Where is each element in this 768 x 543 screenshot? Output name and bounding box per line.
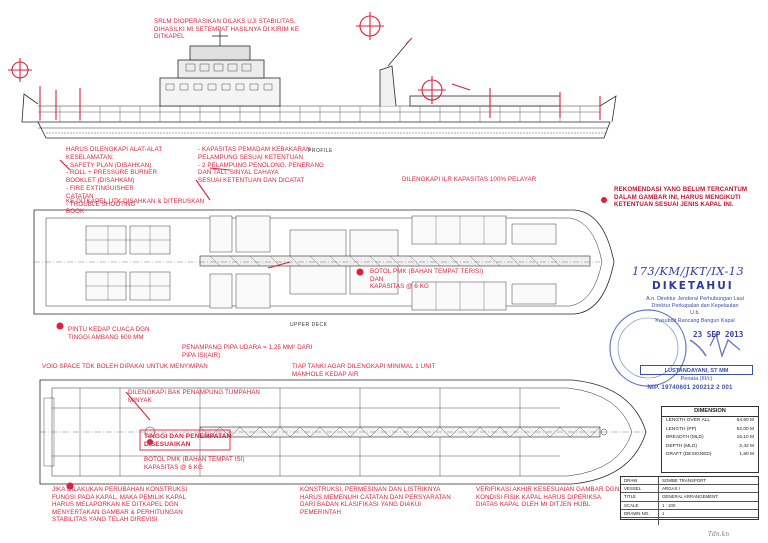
signer-nip: NIP. 19740601 200212 2 001 xyxy=(647,384,733,391)
oil-tray-note: DILENGKAPI BAK PENAMPUNG TUMPAHAN MINYAK xyxy=(128,389,261,404)
dimension-rows: LENGTH OVER ALL 54,60 M LENGTH (PP) 52,00 M… xyxy=(662,417,758,460)
title-block-label: VESSEL xyxy=(621,485,659,493)
approval-number: 173/KM/JKT/IX-13 xyxy=(632,264,745,278)
title-block-row xyxy=(621,517,758,526)
dimension-row: DRAFT (DESIGNED) 1,80 M xyxy=(662,451,758,460)
manhole-note: TIAP TANKI AGAR DILENGKAPI MINIMAL 1 UNI… xyxy=(292,363,436,378)
safety-checklist-note: HARUS DILENGKAPI ALAT-ALAT KESELAMATAN: … xyxy=(66,146,163,216)
title-block-value: GENERAL ARRANGEMENT xyxy=(662,494,718,500)
dimension-label: DRAFT (DESIGNED) xyxy=(666,452,712,458)
dimension-title: DIMENSION xyxy=(662,407,758,417)
classification-note: KONSTRUKSI, PERMESINAN DAN LISTRIKNYA HA… xyxy=(300,486,451,516)
dimension-value: 52,00 M xyxy=(736,426,754,432)
dimension-value: 1,80 M xyxy=(739,452,754,458)
upper-deck-label: UPPER DECK xyxy=(290,322,328,328)
title-block-value: 1 : 100 xyxy=(662,502,676,508)
dimension-value: 15,10 M xyxy=(736,435,754,441)
dimension-row: BREADTH (MLD) 15,10 M xyxy=(662,434,758,443)
title-block-label: SCALE xyxy=(621,501,659,509)
profile-view xyxy=(21,30,617,139)
stamp-date: 23 SEP 2013 xyxy=(693,330,744,339)
stability-test-note: SRLM DIOPERASIKAN DILAKS UJI STABILITAS,… xyxy=(154,18,300,41)
title-block-label xyxy=(621,517,659,526)
dimension-label: DEPTH (MLD) xyxy=(666,443,697,449)
dimension-label: LENGTH OVER ALL xyxy=(666,418,710,423)
signer-role: Penata (III/c) xyxy=(680,376,713,382)
final-verification-note: VERIFIKASI AKHIR KESESUAIAN GAMBAR DGN K… xyxy=(476,486,620,509)
stamp-title: DIKETAHUI xyxy=(652,280,734,292)
title-block-label: DRAWN NO. xyxy=(621,509,659,517)
construction-change-note: JIKA DILAKUKAN PERUBAHAN KONSTRUKSI FUNG… xyxy=(52,486,188,524)
height-placement-note: TINGGI DAN PENEMPATAN DISESUAIKAN xyxy=(144,433,232,448)
dimension-label: BREADTH (MLD) xyxy=(666,435,704,441)
red-marking-crosshairs xyxy=(8,12,608,490)
dimension-row: DEPTH (MLD) 2,42 M xyxy=(662,443,758,452)
title-block-value xyxy=(659,518,662,525)
stamp-authority: A.n. Direktur Jenderal Perhubungan Laut … xyxy=(646,296,744,324)
fire-bottle-note-2: BOTOL PMK (BAHAN TEMPAT ISI) KAPASITAS @… xyxy=(144,456,245,471)
passenger-capacity-note: DILENGKAPI ILR KAPASITAS 100% PELAYAR xyxy=(402,176,537,183)
title-block-label: TITLE xyxy=(621,493,659,501)
official-seal xyxy=(609,309,741,387)
void-space-note: VOID SPACE TDK BOLEH DIPAKAI UNTUK MENYI… xyxy=(42,363,208,370)
dimension-table: DIMENSION LENGTH OVER ALL 54,60 M LENGTH (… xyxy=(661,406,759,473)
signer-name: LUSTANDAYANI, ST MM xyxy=(640,365,753,375)
profile-label: PROFILE xyxy=(308,148,333,154)
recommendation-note: REKOMENDASI YANG BELUM TERCANTUM DALAM G… xyxy=(614,186,748,209)
fire-bottle-note: BOTOL PMK (BAHAN TEMPAT TERISI) DAN KAPA… xyxy=(370,268,484,291)
title-block-value: 1 xyxy=(662,510,665,516)
main-deck-plan xyxy=(39,379,647,485)
dimension-value: 2,42 M xyxy=(739,443,754,449)
weather-door-note: PINTU KEDAP CUACA DGN TINGGI AMBANG 600 … xyxy=(68,326,150,341)
dimension-label: LENGTH (PP) xyxy=(666,426,697,432)
safety-checklist-right-note: - KAPASITAS PEMADAM KEBAKARAN PELAMPUNG … xyxy=(198,146,324,185)
title-block-value: SOMBE TRANSPORT xyxy=(662,478,706,483)
dimension-row: LENGTH (PP) 52,00 M xyxy=(662,426,758,435)
footer-note: Tdn.kn xyxy=(708,531,730,538)
upper-deck-plan xyxy=(33,209,615,315)
title-block-label: DRAW xyxy=(621,477,659,485)
title-block-row: DRAWN NO.1 xyxy=(621,509,758,518)
ditkapel-note: KE DITKAPEL UTK DISAHKAN & DITERUSKAN xyxy=(66,198,205,205)
title-block-value: ARGAS I xyxy=(662,486,680,492)
dimension-value: 54,60 M xyxy=(736,418,754,423)
air-pipe-note: PENAMPANG PIPA UDARA = 1,25 mm² DARI PIP… xyxy=(182,344,313,359)
dimension-row: LENGTH OVER ALL 54,60 M xyxy=(662,417,758,426)
